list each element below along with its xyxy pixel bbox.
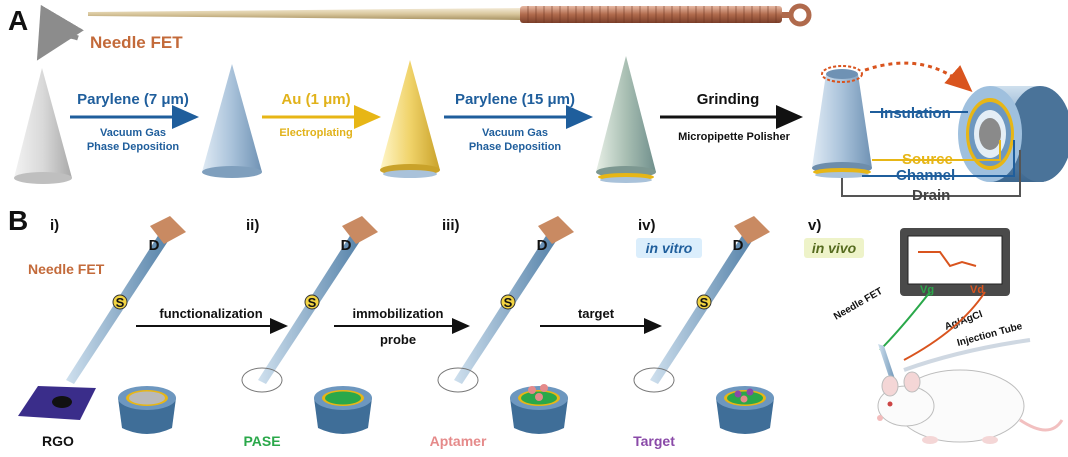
step3-title: Parylene (15 μm) <box>455 91 575 108</box>
material-target: Target <box>633 433 675 449</box>
tag-in-vivo-text: in vivo <box>812 240 857 256</box>
vd-label: Vd <box>970 284 984 296</box>
invivo-needle-label: Needle FET <box>832 286 885 323</box>
terminal-s-2: S <box>308 295 317 310</box>
stage-i: i) <box>50 217 59 234</box>
material-aptamer: Aptamer <box>430 433 487 449</box>
channel-leader <box>862 140 1015 177</box>
source-leader <box>872 140 1001 161</box>
stage-v: v) <box>808 217 821 234</box>
arrow-b3-label: target <box>578 306 615 321</box>
mouse-illustration <box>877 369 1064 444</box>
acupuncture-needle-illustration <box>88 3 812 27</box>
label-channel: Channel <box>896 167 955 184</box>
step4-title: Grinding <box>697 91 760 108</box>
material-rgo: RGO <box>42 433 74 449</box>
cone-second-parylene <box>596 56 656 183</box>
needle-fet-label-a: Needle FET <box>90 33 183 52</box>
stage-iii: iii) <box>442 217 460 234</box>
tag-in-vivo: in vivo <box>804 238 864 258</box>
step3-sub2: Phase Deposition <box>469 141 562 153</box>
cone-parylene-coated <box>202 64 262 178</box>
step1-sub1: Vacuum Gas <box>100 127 166 139</box>
arrow-b2-label1: immobilization <box>353 306 444 321</box>
zoom-dashed-arrow <box>864 61 973 92</box>
terminal-d-3: D <box>537 237 548 254</box>
needle-fet-1: D S <box>66 216 186 384</box>
tag-in-vitro-text: in vitro <box>646 240 693 256</box>
terminal-s-1: S <box>116 295 125 310</box>
terminal-s-4: S <box>700 295 709 310</box>
arrow-b1-label: functionalization <box>159 306 262 321</box>
cone-bare-needle <box>14 68 72 184</box>
step4-sub1: Micropipette Polisher <box>678 131 791 143</box>
arrow-b2-label2: probe <box>380 332 416 347</box>
panel-label-a: A <box>8 5 28 36</box>
terminal-d-2: D <box>341 237 352 254</box>
step3-sub1: Vacuum Gas <box>482 127 548 139</box>
step1-sub2: Phase Deposition <box>87 141 180 153</box>
step2-sub1: Electroplating <box>279 127 352 139</box>
needle-fet-3: D S <box>437 216 574 393</box>
step2-title: Au (1 μm) <box>281 91 350 108</box>
cone-ground-tip <box>812 65 872 178</box>
tip-cross-section-2 <box>314 386 372 434</box>
label-source: Source <box>902 151 953 168</box>
terminal-d-1: D <box>149 237 160 254</box>
tip-cross-section-4 <box>716 386 774 434</box>
vg-label: Vg <box>920 284 934 296</box>
curved-gray-arrow <box>36 4 84 61</box>
cone-gold-coated <box>380 60 440 178</box>
step1-title: Parylene (7 μm) <box>77 91 189 108</box>
terminal-d-4: D <box>733 237 744 254</box>
needle-fet-2: D S <box>241 216 378 393</box>
drain-leader <box>841 150 1021 197</box>
tip-cross-section-3 <box>510 384 568 434</box>
instrument-trace <box>918 251 977 268</box>
measurement-instrument <box>900 228 1010 296</box>
terminal-s-3: S <box>504 295 513 310</box>
panel-label-b: B <box>8 205 28 236</box>
needle-fet-label-b: Needle FET <box>28 261 105 277</box>
tip-cross-section-1 <box>118 386 176 434</box>
needle-fet-4: D S <box>633 216 770 393</box>
label-insulation: Insulation <box>880 105 951 122</box>
tag-in-vitro: in vitro <box>636 238 702 258</box>
label-drain: Drain <box>912 187 950 204</box>
rgo-substrate <box>18 386 96 420</box>
stage-ii: ii) <box>246 217 259 234</box>
stage-iv: iv) <box>638 217 656 234</box>
material-pase: PASE <box>243 433 280 449</box>
